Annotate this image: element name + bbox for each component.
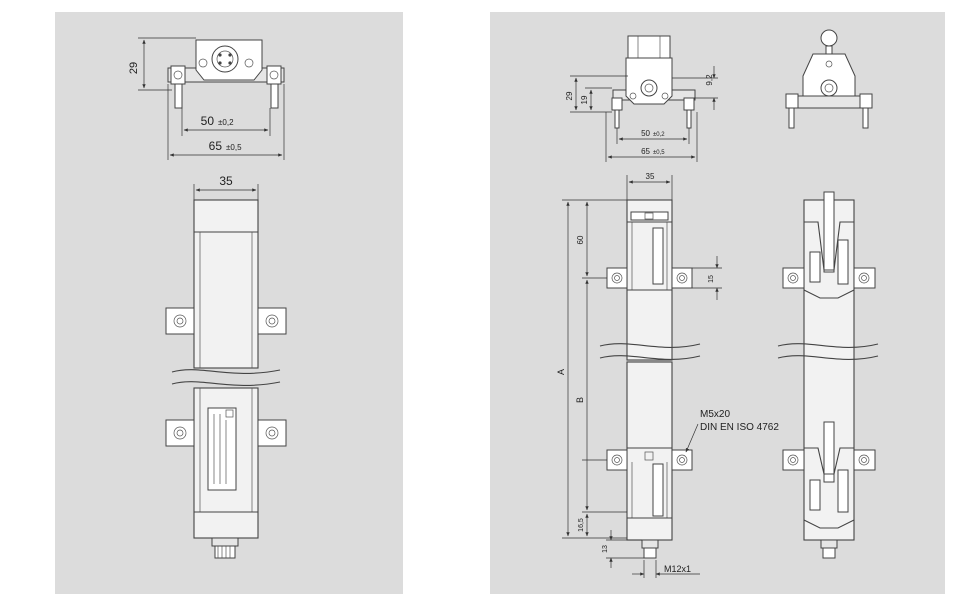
- right-housing-upper: [626, 199, 673, 361]
- left-clamp-lower-right: [257, 419, 287, 447]
- right-clamp-lower-left: [606, 449, 628, 471]
- left-width-small-label: 50: [201, 114, 215, 128]
- right-width-50-tol: ±0,2: [653, 132, 665, 138]
- right-height-19: 19: [580, 95, 589, 104]
- right-width-50: 50: [641, 129, 650, 138]
- right-width-65-tol: ±0,5: [653, 150, 665, 156]
- right-rear-label-lower: [837, 469, 849, 513]
- right-dim-16-5: 16,5: [578, 518, 585, 532]
- left-width-large-label: 65: [209, 139, 223, 153]
- right-rear-knob: [820, 29, 838, 47]
- right-label-strip-upper: [652, 227, 664, 285]
- left-connector-icon: [211, 45, 239, 73]
- right-rear-connector-nut: [820, 539, 838, 549]
- right-dim-60: 60: [576, 235, 585, 244]
- left-height-label: 29: [128, 62, 140, 74]
- right-panel-background: [490, 12, 945, 594]
- right-plug-top: [627, 35, 671, 59]
- right-rear-rail-lower: [823, 421, 835, 483]
- right-rear-end-view: [785, 29, 873, 129]
- right-height-29: 29: [565, 91, 574, 100]
- right-rear-clamp-lower-left: [782, 449, 805, 471]
- right-connector-label: M12x1: [664, 564, 691, 574]
- right-label-strip-lower: [652, 463, 664, 517]
- right-width-65: 65: [641, 147, 650, 156]
- right-screw-spec-2: DIN EN ISO 4762: [700, 422, 779, 433]
- left-clamp-lower-left: [165, 419, 195, 447]
- left-width-large-tol: ±0,5: [226, 143, 242, 152]
- right-rear-label-upper: [837, 239, 849, 285]
- left-label-plate: [207, 407, 237, 491]
- right-body-width-35: 35: [646, 172, 655, 181]
- right-dim-15: 15: [708, 275, 715, 283]
- left-width-small-tol: ±0,2: [218, 118, 234, 127]
- right-clamp-upper-right: [671, 267, 693, 289]
- right-rear-rail-upper: [823, 191, 835, 273]
- right-connector-icon: [640, 79, 658, 97]
- right-rear-clamp-upper-left: [782, 267, 805, 289]
- right-housing-lower: [626, 361, 673, 541]
- left-front-view: 35: [165, 174, 287, 559]
- right-rear-connector-pins: [822, 547, 836, 559]
- right-rear-clamp-lower-right: [853, 449, 876, 471]
- right-dim-b: B: [575, 397, 585, 403]
- left-screw-head-icon: [173, 70, 183, 80]
- left-end-view: 29 50 ±0,2 65 ±0,5: [128, 37, 285, 160]
- right-end-view: 29 19 9,2 50 ±0,2 65 ±0,5: [565, 35, 718, 162]
- right-screw-head-icon: [269, 70, 279, 80]
- right-clamp-upper-left: [606, 267, 628, 289]
- right-dim-a: A: [556, 369, 566, 375]
- right-connector-pins: [643, 547, 657, 559]
- left-body-width-label: 35: [219, 174, 233, 188]
- left-connector-nut: [211, 537, 239, 547]
- left-clamp-upper-right: [257, 307, 287, 335]
- right-height-9-2: 9,2: [705, 74, 714, 86]
- right-rear-clamp-upper-right: [853, 267, 876, 289]
- left-clamp-upper-left: [165, 307, 195, 335]
- right-dim-13: 13: [602, 545, 609, 553]
- right-screw-spec-1: M5x20: [700, 409, 730, 420]
- right-clamp-lower-right: [671, 449, 693, 471]
- right-connector-nut: [641, 539, 659, 549]
- right-front-view: 35 A: [556, 172, 779, 578]
- right-rear-view: [777, 191, 879, 559]
- left-housing-upper: [193, 199, 259, 369]
